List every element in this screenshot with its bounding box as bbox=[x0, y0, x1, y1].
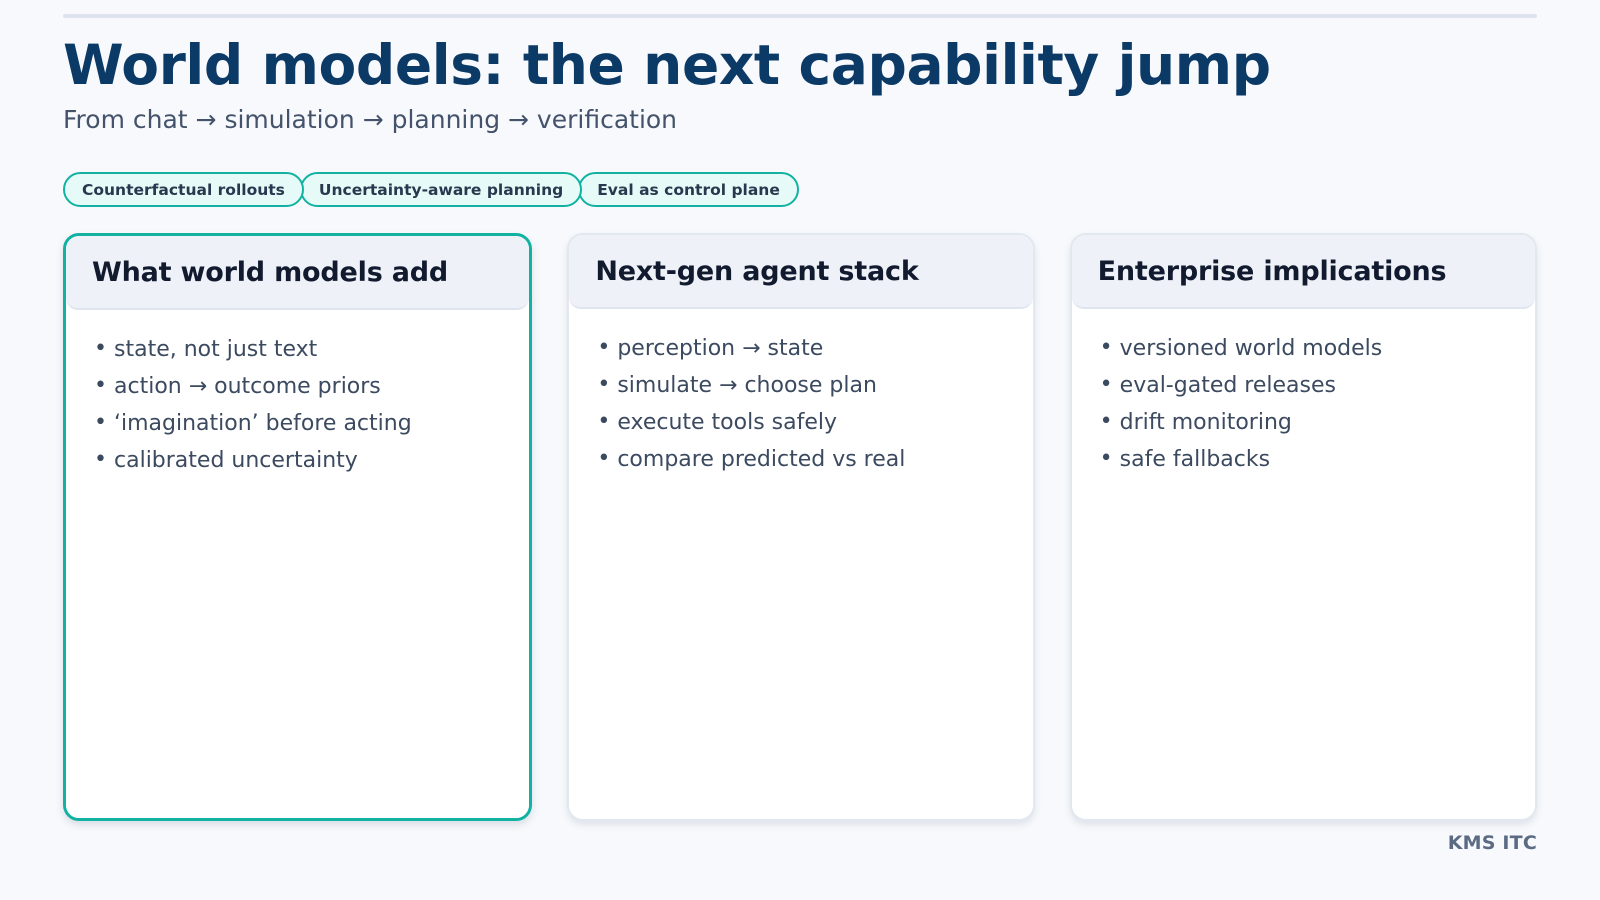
list-item: state, not just text bbox=[92, 333, 503, 365]
card-body: perception → state simulate → choose pla… bbox=[569, 308, 1033, 819]
list-item: action → outcome priors bbox=[92, 370, 503, 402]
card-body: versioned world models eval-gated releas… bbox=[1071, 308, 1535, 819]
bullet-list: versioned world models eval-gated releas… bbox=[1098, 332, 1509, 476]
footer-brand: KMS ITC bbox=[1447, 832, 1537, 854]
list-item: execute tools safely bbox=[595, 406, 1006, 438]
list-item: perception → state bbox=[595, 332, 1006, 364]
page-subtitle: From chat → simulation → planning → veri… bbox=[63, 105, 678, 135]
card-body: state, not just text action → outcome pr… bbox=[66, 309, 530, 818]
card-what-world-models-add[interactable]: What world models add state, not just te… bbox=[63, 233, 533, 821]
list-item: versioned world models bbox=[1098, 332, 1509, 364]
bullet-list: perception → state simulate → choose pla… bbox=[595, 332, 1006, 476]
chip-eval-as-control-plane[interactable]: Eval as control plane bbox=[578, 172, 799, 207]
card-enterprise-implications[interactable]: Enterprise implications versioned world … bbox=[1069, 233, 1537, 821]
page-title: World models: the next capability jump bbox=[63, 33, 1271, 97]
card-title: Next-gen agent stack bbox=[595, 256, 919, 287]
card-header: Enterprise implications bbox=[1071, 235, 1535, 309]
card-next-gen-agent-stack[interactable]: Next-gen agent stack perception → state … bbox=[567, 233, 1035, 821]
list-item: compare predicted vs real bbox=[595, 443, 1006, 475]
list-item: drift monitoring bbox=[1098, 406, 1509, 438]
bullet-list: state, not just text action → outcome pr… bbox=[92, 333, 503, 477]
top-divider-rule bbox=[63, 14, 1537, 18]
slide-header: World models: the next capability jump F… bbox=[63, 33, 1543, 135]
card-header: Next-gen agent stack bbox=[569, 235, 1033, 309]
list-item: eval-gated releases bbox=[1098, 369, 1509, 401]
card-header: What world models add bbox=[66, 236, 530, 310]
chip-uncertainty-aware-planning[interactable]: Uncertainty-aware planning bbox=[299, 172, 583, 207]
list-item: safe fallbacks bbox=[1098, 443, 1509, 475]
list-item: ‘imagination’ before acting bbox=[92, 407, 503, 439]
list-item: simulate → choose plan bbox=[595, 369, 1006, 401]
list-item: calibrated uncertainty bbox=[92, 444, 503, 476]
card-title: Enterprise implications bbox=[1097, 256, 1447, 287]
chip-group: Counterfactual rollouts Uncertainty-awar… bbox=[63, 172, 799, 207]
chip-counterfactual-rollouts[interactable]: Counterfactual rollouts bbox=[63, 172, 304, 207]
card-title: What world models add bbox=[92, 257, 449, 288]
card-grid: What world models add state, not just te… bbox=[63, 233, 1537, 821]
